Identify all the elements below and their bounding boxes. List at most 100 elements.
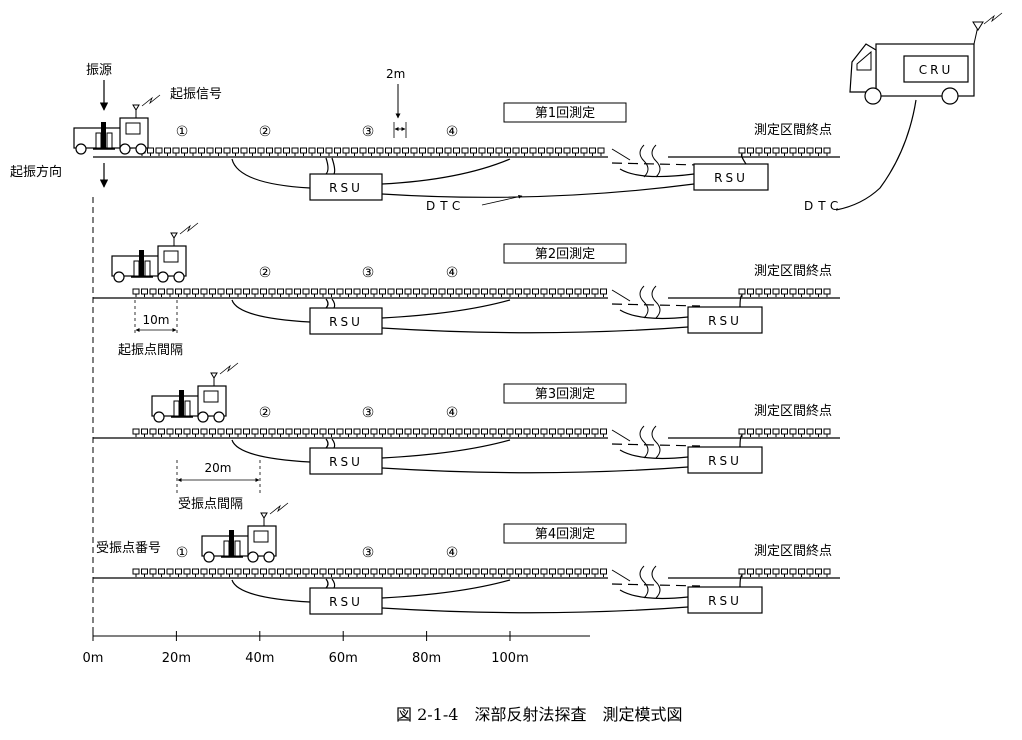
geophone-icon	[370, 428, 378, 438]
geophone-icon	[379, 568, 386, 578]
geophone-icon	[217, 428, 225, 438]
geophone-icon	[175, 428, 182, 438]
geophone-icon	[274, 147, 282, 157]
geophone-icon	[141, 288, 148, 298]
cable-line	[325, 157, 329, 175]
geophone-icon	[583, 568, 590, 578]
geophone-icon	[277, 568, 284, 578]
rsu-box-right	[687, 306, 763, 334]
rsu-box	[309, 307, 383, 335]
geophone-icon	[555, 147, 562, 157]
geophone-icon	[308, 147, 316, 157]
geophone-icon	[515, 568, 522, 578]
geophone-icon	[249, 147, 256, 157]
geophone-icon	[353, 568, 361, 578]
geophone-icon	[504, 147, 511, 157]
geophone-icon	[302, 568, 310, 578]
cable-line	[381, 439, 511, 459]
receiver-number-label: 受振点番号	[96, 541, 161, 556]
geophone-icon	[591, 568, 599, 578]
geophone-icon	[498, 568, 505, 578]
receiver-number-marker: ②	[259, 124, 272, 140]
geophone-icon	[506, 568, 514, 578]
geophone-icon	[413, 428, 420, 438]
geophone-icon	[455, 428, 463, 438]
geophone-icon	[183, 288, 191, 298]
geophone-icon	[764, 288, 771, 298]
geophone-icon	[166, 428, 174, 438]
geophone-icon	[580, 147, 588, 157]
geophone-icon	[755, 147, 763, 157]
receiver-interval-dim: 20m	[205, 461, 232, 475]
geophone-icon	[823, 147, 831, 157]
cable-line	[740, 153, 747, 165]
geophone-icon	[345, 568, 352, 578]
geophone-icon	[234, 288, 242, 298]
geophone-icon	[538, 147, 545, 157]
geophone-icon	[591, 428, 599, 438]
geophone-icon	[438, 568, 446, 578]
geophone-icon	[302, 428, 310, 438]
geophone-icon	[158, 568, 165, 578]
end-point-label: 測定区間終点	[754, 403, 832, 419]
cable-line	[619, 589, 689, 600]
geophone-icon	[362, 288, 369, 298]
geophone-icon	[311, 568, 318, 578]
geophone-icon	[764, 428, 771, 438]
geophone-icon	[132, 568, 140, 578]
geophone-icon	[815, 428, 822, 438]
geophone-icon	[472, 428, 480, 438]
vibrator-truck-icon	[73, 94, 161, 155]
geophone-icon	[747, 428, 754, 438]
geophone-icon	[147, 147, 154, 157]
geophone-icon	[277, 288, 284, 298]
geophone-icon	[447, 288, 454, 298]
geophone-icon	[413, 288, 420, 298]
geophone-icon	[257, 147, 265, 157]
geophone-icon	[436, 147, 443, 157]
geophone-icon	[200, 288, 208, 298]
cable-line	[331, 157, 336, 175]
geophone-icon	[823, 288, 831, 298]
geophone-icon	[283, 147, 290, 157]
geophone-icon	[183, 568, 191, 578]
geophone-icon	[589, 147, 596, 157]
geophone-icon	[574, 568, 582, 578]
geophone-icon	[345, 288, 352, 298]
geophone-icon	[181, 147, 188, 157]
geophone-icon	[823, 428, 831, 438]
vibrator-truck-icon	[111, 222, 199, 283]
geophone-icon	[498, 428, 505, 438]
geophone-icon	[481, 428, 488, 438]
geophone-icon	[815, 147, 822, 157]
geophone-icon	[532, 428, 539, 438]
geophone-icon	[362, 568, 369, 578]
geophone-icon	[755, 288, 763, 298]
geophone-icon	[217, 288, 225, 298]
geophone-icon	[806, 147, 814, 157]
geophone-icon	[515, 288, 522, 298]
geophone-icon	[557, 288, 565, 298]
geophone-icon	[328, 568, 335, 578]
geophone-icon	[353, 428, 361, 438]
geophone-icon	[512, 147, 520, 157]
geophone-icon	[789, 147, 797, 157]
cable-line	[739, 574, 743, 588]
geophone-icon	[209, 288, 216, 298]
geophone-icon	[410, 147, 418, 157]
measurement-title: 第4回測定	[535, 527, 595, 542]
geophone-icon	[319, 288, 327, 298]
geophone-icon	[421, 288, 429, 298]
cru-cable	[835, 99, 917, 211]
geophone-icon	[444, 147, 452, 157]
geophone-icon	[342, 147, 350, 157]
cable-line	[381, 158, 511, 185]
geophone-icon	[345, 428, 352, 438]
geophone-icon	[419, 147, 426, 157]
geophone-icon	[396, 568, 403, 578]
geophone-icon	[815, 288, 822, 298]
geophone-icon	[487, 147, 494, 157]
geophone-icon	[266, 147, 273, 157]
